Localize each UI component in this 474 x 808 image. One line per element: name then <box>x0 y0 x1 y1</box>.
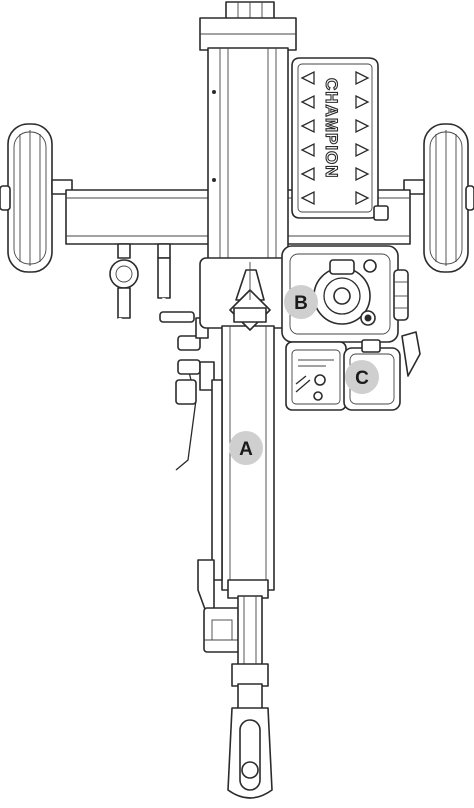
right-wheel <box>423 123 474 273</box>
brand-shield: CHAMPION <box>291 57 389 221</box>
callout-c-label: C <box>355 368 369 389</box>
callout-b-label: B <box>294 293 308 314</box>
callout-a: A <box>229 431 263 465</box>
callout-b: B <box>284 285 318 319</box>
hydraulic-hoses <box>109 243 215 472</box>
column <box>199 1 297 261</box>
tow-tongue <box>227 595 273 799</box>
hydraulic-cylinder <box>199 257 305 599</box>
left-wheel <box>0 123 53 273</box>
callout-a-label: A <box>239 439 253 460</box>
callout-c: C <box>345 360 379 394</box>
shield-arrows <box>300 70 370 206</box>
brand-label: CHAMPION <box>322 78 341 179</box>
